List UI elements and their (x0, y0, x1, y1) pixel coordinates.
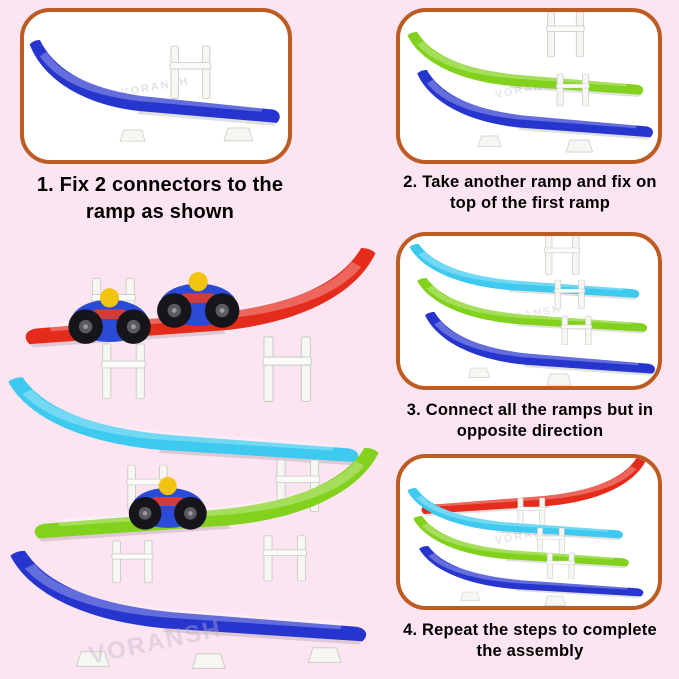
step3-caption: 3. Connect all the ramps but in opposite… (406, 401, 654, 441)
connector-frame (262, 336, 312, 402)
cyan-ramp (409, 244, 640, 300)
assembled-ramp-photo: VORANSH (6, 248, 394, 672)
step1-photo-panel: VORANSH (20, 8, 292, 164)
step1-caption: 1. Fix 2 connectors to the ramp as shown (36, 174, 284, 223)
step3-photo-panel: VORANSH (396, 232, 662, 390)
step1-ramp-illustration: VORANSH (29, 40, 280, 142)
connector-frame (546, 12, 585, 58)
step4-photo-panel: VORANSH (396, 454, 662, 610)
connector-foot (223, 127, 254, 142)
assembled-ramp-illustration: VORANSH (8, 248, 379, 670)
toy-car (157, 272, 240, 328)
step2-caption: 2. Take another ramp and fix on top of t… (403, 173, 657, 213)
connector-frame (262, 535, 307, 582)
connector-foot (477, 135, 502, 147)
toy-car (68, 288, 151, 344)
step4-caption: 4. Repeat the steps to complete the asse… (403, 621, 657, 661)
step3-ramp-illustration: VORANSH (409, 236, 656, 386)
connector-foot (307, 647, 342, 663)
connector-frame (111, 540, 154, 584)
connector-frame (544, 236, 581, 275)
green-ramp (407, 32, 644, 97)
step4-ramp-illustration: VORANSH (407, 458, 646, 606)
connector-frame (169, 45, 212, 99)
step2-ramp-illustration: VORANSH (407, 12, 653, 153)
connector-foot (546, 373, 572, 386)
connector-foot (119, 129, 146, 142)
connector-foot (191, 653, 226, 669)
connector-frame (101, 343, 146, 400)
connector-foot (468, 367, 490, 378)
step2-photo-panel: VORANSH (396, 8, 662, 164)
connector-foot (460, 591, 481, 602)
connector-foot (565, 139, 593, 153)
connector-foot (544, 595, 567, 606)
